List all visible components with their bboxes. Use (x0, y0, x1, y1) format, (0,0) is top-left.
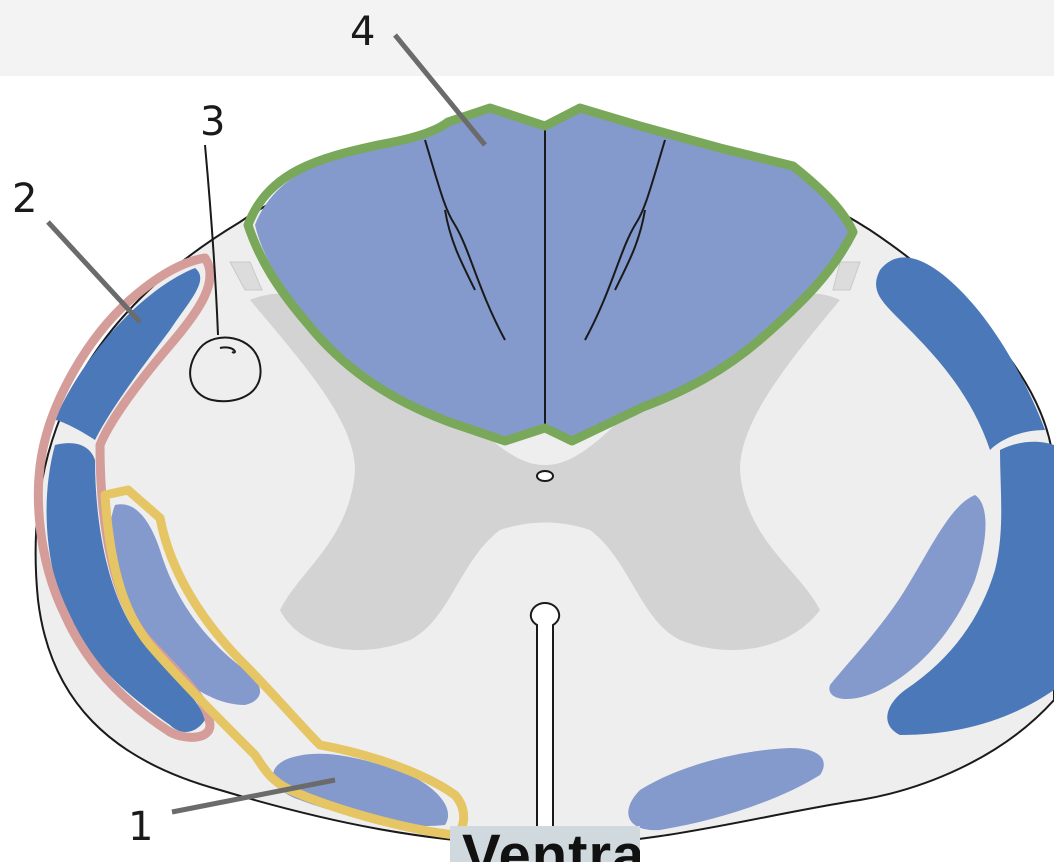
central-canal (537, 471, 553, 481)
ventral-label: Ventral (462, 826, 640, 862)
ventral-label-tag: Ventral (450, 826, 640, 862)
label-4: 4 (350, 9, 375, 55)
label-2: 2 (12, 176, 37, 222)
label-3: 3 (200, 99, 225, 145)
label-1: 1 (128, 804, 153, 850)
label-2-pointer (48, 222, 140, 322)
